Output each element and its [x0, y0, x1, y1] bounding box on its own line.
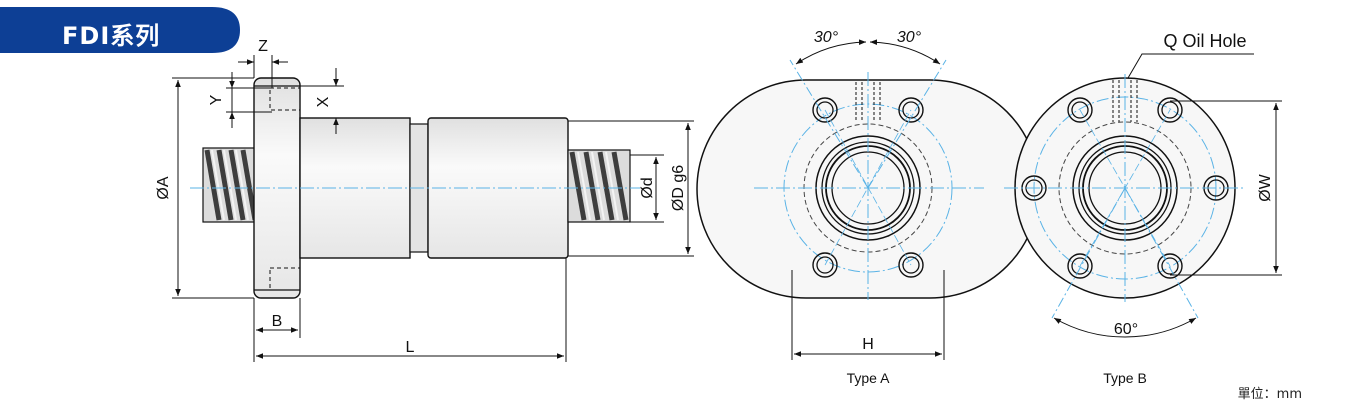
type-a-angle-right: 30°	[897, 29, 922, 46]
type-b-caption: Type B	[1103, 370, 1147, 386]
series-title: FDI系列	[62, 22, 161, 50]
side-view	[172, 55, 694, 362]
label-d: Ød	[639, 177, 656, 198]
series-tab-shape	[0, 7, 240, 53]
dim-l	[253, 258, 567, 362]
type-a-angle-left: 30°	[814, 29, 839, 46]
dim-b	[253, 298, 301, 338]
dim-z	[238, 55, 288, 88]
unit-note: 單位：mm	[1237, 387, 1302, 402]
type-a-view	[696, 39, 1040, 360]
label-z: Z	[258, 38, 268, 55]
right-screw-thread	[567, 149, 631, 223]
type-a-h-label: H	[862, 336, 874, 353]
type-b-oil-hole-label: Q Oil Hole	[1163, 31, 1246, 51]
label-a: ØA	[155, 176, 172, 199]
label-b: B	[272, 313, 283, 330]
dim-x	[300, 68, 344, 134]
label-l: L	[406, 339, 415, 356]
dim-d-g6	[568, 120, 694, 257]
series-tab	[0, 7, 240, 53]
type-a-caption: Type A	[847, 370, 890, 386]
label-x: X	[315, 96, 332, 107]
type-b-w-label: ØW	[1257, 173, 1274, 201]
dim-y	[226, 72, 272, 128]
type-b-angle: 60°	[1114, 321, 1138, 338]
left-screw-thread	[202, 147, 258, 223]
type-b-bolt-holes	[1021, 97, 1229, 279]
type-a-bolt-holes	[812, 97, 924, 278]
dim-a	[172, 77, 254, 299]
label-y: Y	[208, 94, 225, 105]
dim-d	[630, 154, 664, 223]
label-d-g6: ØD g6	[670, 165, 687, 211]
type-b-view	[1004, 53, 1282, 338]
